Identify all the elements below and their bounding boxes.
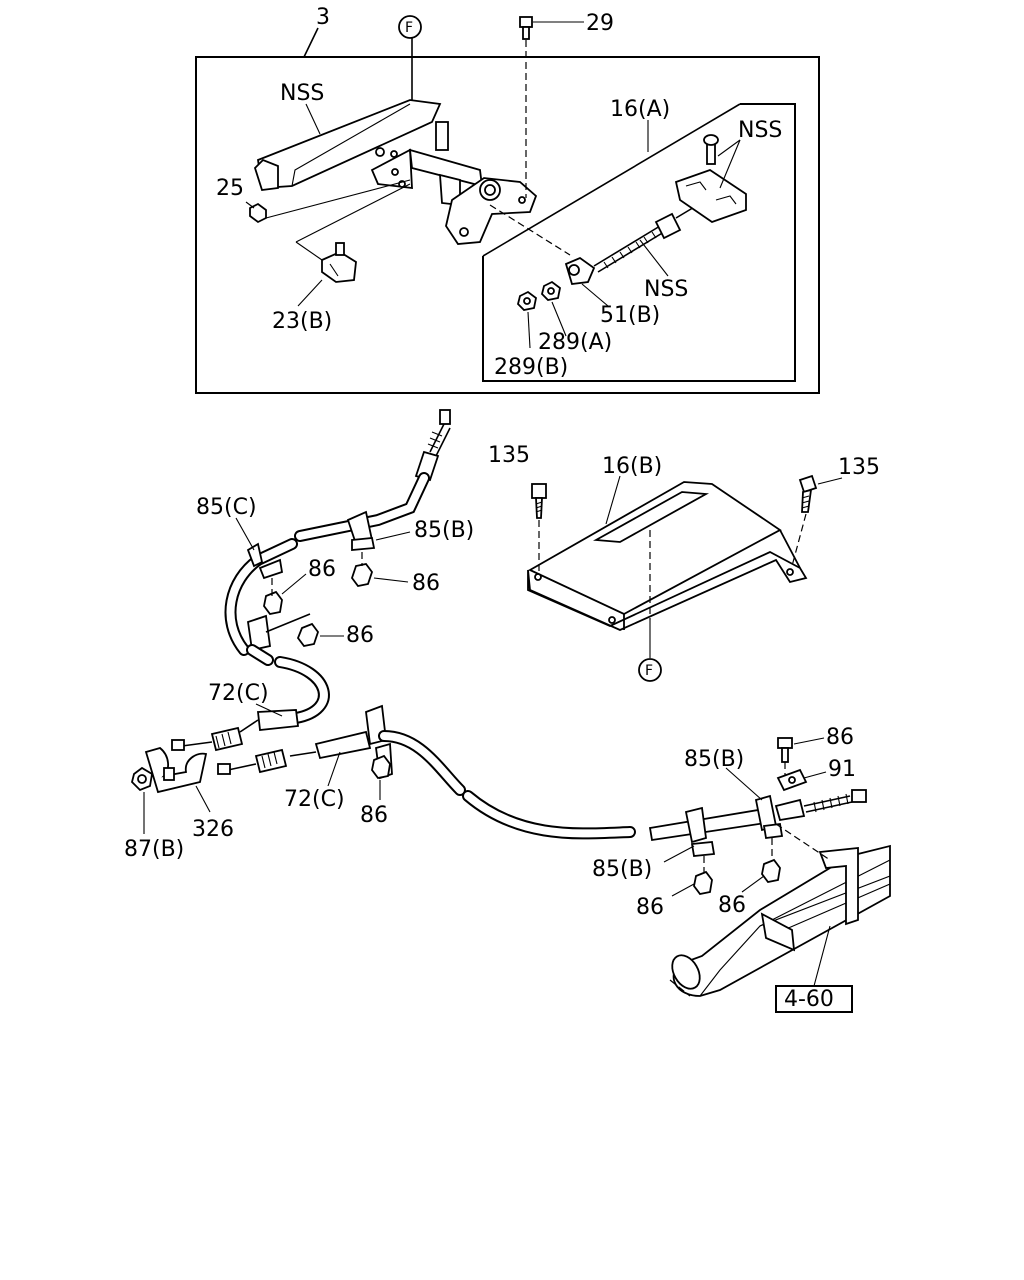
label-nss-bracket: NSS <box>738 118 782 143</box>
bolt-86-e <box>777 737 793 763</box>
label-16b: 16(B) <box>602 454 662 479</box>
label-25: 25 <box>216 176 244 201</box>
cover-plate-group: 135 16(B) 135 F <box>488 443 880 682</box>
bolt-86-c <box>296 622 320 647</box>
cable-connector-mid <box>217 730 372 775</box>
joint-51b <box>564 256 596 285</box>
lever-assembly-group: 3 F 29 NSS 16(A) NSS 25 NSS 51(B) 23(B) … <box>195 5 820 394</box>
label-91: 91 <box>828 757 856 782</box>
label-85c: 85(C) <box>196 495 257 520</box>
cable-end-right <box>774 789 867 822</box>
label-135-left: 135 <box>488 443 530 468</box>
label-326: 326 <box>192 817 234 842</box>
adjuster-rod <box>593 205 697 273</box>
label-16a: 16(A) <box>610 97 670 122</box>
label-29: 29 <box>586 11 614 36</box>
label-85b-bottom: 85(B) <box>592 857 652 882</box>
cable-end-upper <box>414 409 451 482</box>
label-289b: 289(B) <box>494 355 568 380</box>
bolt-86-g <box>761 858 781 883</box>
bolt-86-d <box>371 754 391 779</box>
label-51b: 51(B) <box>600 303 660 328</box>
label-85b-top: 85(B) <box>414 518 474 543</box>
bolt-86-a-top <box>350 552 374 587</box>
bracket-left <box>247 613 311 652</box>
label-86-b: 86 <box>412 571 440 596</box>
parking-lever <box>253 99 538 245</box>
adjuster-bracket <box>674 134 747 224</box>
section-marker-f-top <box>398 15 422 39</box>
label-87b: 87(B) <box>124 837 184 862</box>
clamp-85b-bottom <box>684 806 716 857</box>
reference-label-4-60: 4-60 <box>784 987 834 1012</box>
label-86-e: 86 <box>826 725 854 750</box>
cable-right-group: 85(B) 86 91 85(B) 86 86 4-60 <box>592 725 891 1013</box>
bolt-135-right <box>798 474 818 513</box>
bolt-86-b <box>263 578 283 615</box>
label-86-c: 86 <box>346 623 374 648</box>
bracket-326 <box>144 747 208 794</box>
label-85b-right: 85(B) <box>684 747 744 772</box>
label-23b: 23(B) <box>272 309 332 334</box>
nut-289b <box>517 290 537 311</box>
bolt-135-left <box>531 483 547 519</box>
label-nss-lever: NSS <box>280 81 324 106</box>
label-72c-top: 72(C) <box>208 681 269 706</box>
clamp-85b-right <box>754 794 784 840</box>
subassembly-frame <box>482 103 796 382</box>
label-f-bottom: F <box>645 663 653 679</box>
label-86-a: 86 <box>308 557 336 582</box>
label-86-d: 86 <box>360 803 388 828</box>
label-3: 3 <box>316 5 330 30</box>
clamp-85b-upper <box>346 510 376 551</box>
section-marker-f-bottom <box>638 658 662 682</box>
bolt-25 <box>245 201 267 224</box>
cover-plate-16b <box>527 550 808 631</box>
label-72c-mid: 72(C) <box>284 787 345 812</box>
nut-87b <box>131 766 153 792</box>
switch-23b <box>321 242 357 283</box>
cable-connector-left <box>171 719 259 752</box>
label-f-top: F <box>405 20 413 36</box>
clamp-85c <box>246 542 284 580</box>
label-289a: 289(A) <box>538 330 612 355</box>
label-135-right: 135 <box>838 455 880 480</box>
bolt-86-f <box>693 870 713 895</box>
cable-left-group: 85(C) 85(B) 86 86 86 72(C) 72(C) 86 326 … <box>124 409 636 862</box>
nut-289a <box>541 280 561 301</box>
bolt-29 <box>519 16 533 40</box>
label-86-f: 86 <box>636 895 664 920</box>
leaf-spring <box>669 823 891 997</box>
assembly-frame <box>195 56 820 394</box>
clip-91 <box>776 768 808 792</box>
label-nss-rod: NSS <box>644 277 688 302</box>
cable-sleeve-right <box>648 806 774 842</box>
label-86-g: 86 <box>718 893 746 918</box>
